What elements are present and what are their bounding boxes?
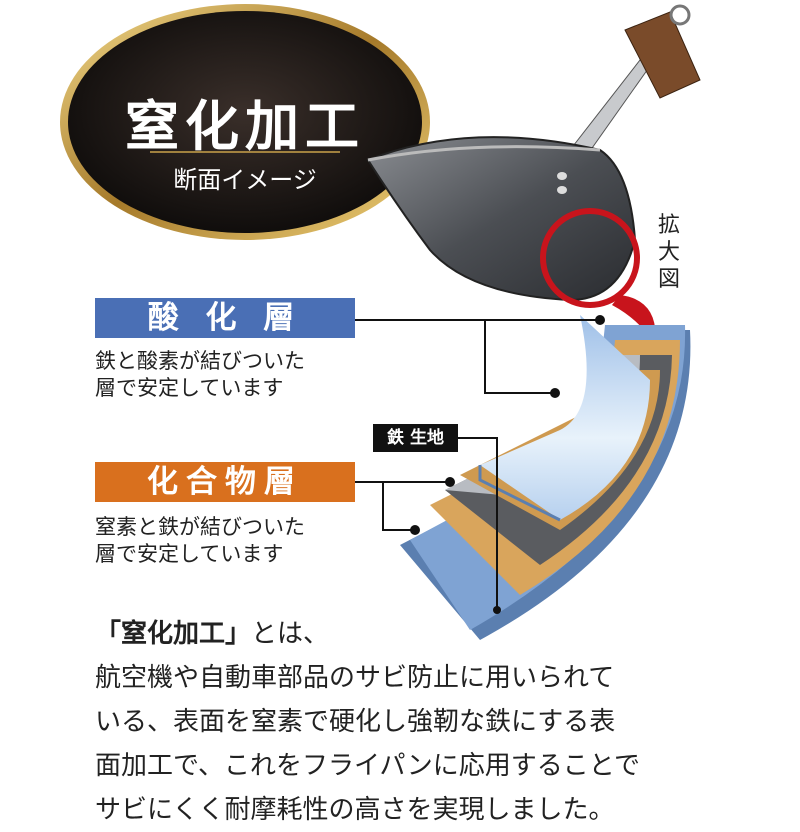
iron-base-label: 鉄 生地 [373, 424, 458, 452]
description-paragraph: 「窒化加工」とは、 航空機や自動車部品のサビ防止に用いられて いる、表面を窒素で… [95, 612, 640, 832]
desc-line: 鉄と酸素が結びついた [95, 349, 305, 373]
paragraph-line: いる、表面を窒素で硬化し強靭な鉄にする表 [95, 707, 616, 737]
illustration [60, 4, 701, 640]
oxide-layer-desc: 鉄と酸素が結びついた 層で安定しています [95, 348, 305, 402]
leader-lines [355, 319, 600, 610]
pan-illustration [366, 4, 701, 345]
desc-line: 窒素と鉄が結びついた [95, 515, 305, 539]
compound-layer-desc: 窒素と鉄が結びついた 層で安定しています [95, 514, 305, 568]
paragraph-line: 面加工で、これをフライパンに応用することで [95, 751, 640, 781]
paragraph-text: とは、 [251, 619, 330, 649]
paragraph-line: 航空機や自動車部品のサビ防止に用いられて [95, 663, 615, 693]
paragraph-line: サビにくく耐摩耗性の高さを実現しました。 [95, 795, 615, 825]
compound-layer-label: 化合物層 [95, 462, 355, 502]
desc-line: 層で安定しています [95, 542, 284, 566]
layer-cross-section [400, 315, 691, 640]
title: 窒化加工 [125, 95, 365, 158]
zoom-label: 拡大図 [657, 213, 680, 292]
oxide-layer-label: 酸 化 層 [95, 298, 355, 338]
desc-line: 層で安定しています [95, 376, 284, 400]
title-badge [60, 4, 430, 240]
paragraph-heading: 「窒化加工」 [95, 619, 252, 649]
subtitle: 断面イメージ [173, 166, 317, 194]
